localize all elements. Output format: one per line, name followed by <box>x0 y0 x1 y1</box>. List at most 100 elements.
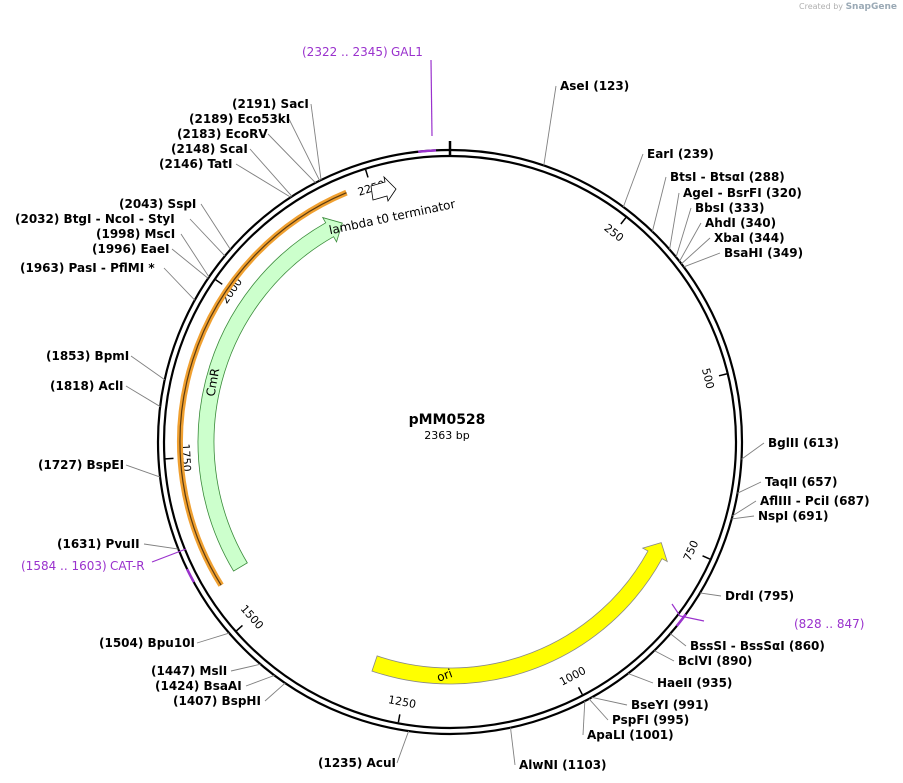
cat-r-primer-mark <box>185 568 195 583</box>
site-position: (239) <box>674 147 714 161</box>
site-position: (890) <box>712 654 752 668</box>
site-name: (1996) EaeI <box>92 242 169 256</box>
gal1-name: GAL1 <box>391 45 423 59</box>
site-enzyme: EarI <box>647 147 674 161</box>
site-leader-pasi <box>163 267 196 301</box>
site-position: (288) <box>745 170 785 184</box>
site-name: AlwNI (1103) <box>519 758 607 772</box>
site-position: (1996) <box>92 242 141 256</box>
site-label-haeii: HaeII (935) <box>657 676 732 690</box>
site-enzyme: PciI <box>805 494 830 508</box>
site-position: (2032) <box>15 212 64 226</box>
site-enzyme: ApaLI <box>587 728 625 742</box>
site-label-msli: (1447) MslI <box>151 664 227 678</box>
site-label-bseyi: BseYI (991) <box>631 698 709 712</box>
site-leader-xbai <box>681 237 711 265</box>
site-position: (1447) <box>151 664 200 678</box>
site-position: (320) <box>762 186 802 200</box>
site-leader-ecorv <box>267 133 316 184</box>
gal1-leader <box>430 59 433 137</box>
site-position: (1963) <box>20 261 69 275</box>
site-position: (687) <box>829 494 869 508</box>
site-position: (2148) <box>171 142 220 156</box>
watermark-prefix: Created by <box>799 2 844 11</box>
site-leader-sspi <box>200 203 231 250</box>
site-name: AgeI - BsrFI (320) <box>683 186 802 200</box>
site-label-apali: ApaLI (1001) <box>587 728 674 742</box>
site-enzyme: Bpu10I <box>148 636 195 650</box>
site-name: (1853) BpmI <box>46 349 129 363</box>
site-enzyme: - <box>697 170 710 184</box>
site-name: ApaLI (1001) <box>587 728 674 742</box>
tick-mark <box>235 624 243 632</box>
site-leader-haeii <box>627 673 654 684</box>
backbone <box>156 141 744 736</box>
site-label-scai: (2148) ScaI <box>171 142 248 156</box>
site-label-asei: AseI (123) <box>560 79 629 93</box>
site-enzyme: AflIII <box>760 494 792 508</box>
site-name: HaeII (935) <box>657 676 732 690</box>
site-leader-taqii <box>737 481 762 494</box>
site-position: (991) <box>669 698 709 712</box>
tick-label: 1250 <box>387 693 417 711</box>
site-label-xbai: XbaI (344) <box>714 231 785 245</box>
pbr322ori-primer-mark <box>675 613 687 627</box>
cmr-band-core <box>179 192 347 586</box>
site-enzyme: BtsαI <box>710 170 745 184</box>
site-label-btgi: (2032) BtgI - NcoI - StyI <box>15 212 175 226</box>
site-label-pasi: (1963) PasI - PflMI * <box>20 261 155 275</box>
site-enzyme: BtsI <box>670 170 697 184</box>
site-name: BsaHI (349) <box>724 246 803 260</box>
tick-mark <box>718 373 727 377</box>
site-enzyme: AlwNI <box>519 758 558 772</box>
site-position: (1853) <box>46 349 95 363</box>
site-enzyme: BspEI <box>87 458 125 472</box>
site-enzyme: BbsI <box>695 201 724 215</box>
site-leader-pvuii <box>143 543 179 550</box>
site-name: (2189) Eco53kI <box>189 112 290 126</box>
site-position: (1424) <box>155 679 204 693</box>
site-label-afliii: AflIII - PciI (687) <box>760 494 870 508</box>
site-enzyme: - <box>792 494 805 508</box>
feature-cmr-arrow <box>197 216 343 572</box>
site-position: (349) <box>763 246 803 260</box>
site-label-bclvi: BclVI (890) <box>678 654 752 668</box>
site-enzyme: AseI <box>560 79 589 93</box>
site-leader-msli <box>230 663 261 672</box>
site-label-eari: EarI (239) <box>647 147 714 161</box>
site-enzyme: NspI <box>758 509 788 523</box>
site-enzyme: - <box>727 639 740 653</box>
site-enzyme: BclVI <box>678 654 712 668</box>
site-name: (1447) MslI <box>151 664 227 678</box>
site-name: (1407) BspHI <box>173 694 261 708</box>
tick-mark <box>364 169 369 178</box>
site-enzyme: Eco53kI <box>238 112 291 126</box>
site-position: (1631) <box>57 537 106 551</box>
site-name: EarI (239) <box>647 147 714 161</box>
tick-label: 250 <box>602 221 627 244</box>
site-leader-bglii <box>741 442 765 460</box>
site-leader-bsssi <box>670 633 687 647</box>
feature-ori-label: ori <box>435 666 454 684</box>
tick-mark <box>397 714 401 723</box>
site-position: (613) <box>799 436 839 450</box>
site-position: (691) <box>788 509 828 523</box>
site-position: (1504) <box>99 636 148 650</box>
site-leader-bpmi <box>130 355 165 381</box>
site-leader-acli <box>125 385 161 407</box>
site-position: (344) <box>744 231 784 245</box>
site-label-taqii: TaqII (657) <box>765 475 837 489</box>
site-position: (995) <box>649 713 689 727</box>
site-name: (2043) SspI <box>119 197 196 211</box>
site-label-acli: (1818) AclI <box>50 379 124 393</box>
site-name: (2146) TatI <box>159 157 232 171</box>
feature-ori-arrow <box>371 542 668 685</box>
site-enzyme: AcuI <box>367 756 396 770</box>
tick-label: 750 <box>681 538 701 562</box>
site-leader-saci <box>310 103 322 181</box>
site-label-msci: (1998) MscI <box>96 227 175 241</box>
site-position: (860) <box>785 639 825 653</box>
site-enzyme: PasI <box>69 261 97 275</box>
site-enzyme: - <box>135 212 148 226</box>
snapgene-watermark: Created by SnapGene <box>799 2 897 12</box>
